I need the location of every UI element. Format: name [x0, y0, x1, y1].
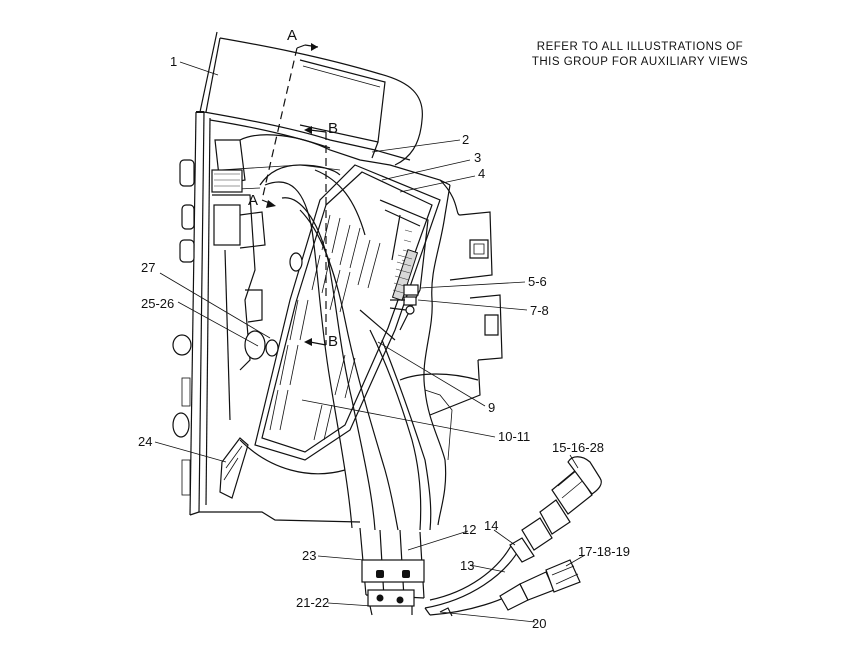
left-components — [211, 139, 303, 421]
callout-27: 27 — [141, 260, 155, 275]
callout-20: 20 — [532, 616, 546, 631]
enclosure-side-panel — [172, 111, 361, 523]
cable-bundle — [259, 164, 432, 531]
side-bracket — [219, 437, 346, 499]
callout-9: 9 — [488, 400, 495, 415]
callout-1: 1 — [170, 54, 177, 69]
note-line-1: REFER TO ALL ILLUSTRATIONS OF — [536, 41, 744, 53]
callout-13: 13 — [460, 558, 474, 573]
callout-3: 3 — [474, 150, 481, 165]
callout-15-16-28: 15-16-28 — [552, 440, 604, 455]
callout-17-18-19: 17-18-19 — [578, 544, 630, 559]
callout-4: 4 — [478, 166, 485, 181]
terminal-strip — [389, 284, 419, 315]
callout-24: 24 — [138, 434, 152, 449]
section-a-bottom-label: A — [248, 192, 258, 209]
callout-12: 12 — [462, 522, 476, 537]
callout-labels: 1 2 3 4 5-6 7-8 9 10-11 12 13 14 15-16-2… — [138, 54, 630, 631]
callout-14: 14 — [484, 518, 498, 533]
leader-lines — [154, 61, 586, 623]
callout-23: 23 — [302, 548, 316, 563]
section-b-bottom-label: B — [328, 333, 338, 350]
section-b-top-label: B — [328, 120, 338, 137]
cutaway-outline — [423, 184, 453, 526]
bottom-connectors — [359, 527, 425, 616]
section-line-b: B B — [304, 120, 338, 350]
callout-21-22: 21-22 — [296, 595, 329, 610]
section-line-a: A A — [248, 27, 319, 209]
note-line-2: THIS GROUP FOR AUXILIARY VIEWS — [531, 56, 749, 68]
mounting-bracket — [399, 179, 503, 416]
section-a-top-label: A — [287, 27, 297, 44]
callout-5-6: 5-6 — [528, 274, 547, 289]
housing-cover — [199, 31, 423, 166]
flexible-cable — [424, 456, 602, 617]
callout-7-8: 7-8 — [530, 303, 549, 318]
callout-10-11: 10-11 — [498, 429, 530, 444]
callout-25-26: 25-26 — [141, 296, 174, 311]
callout-2: 2 — [462, 132, 469, 147]
auxiliary-views-note: REFER TO ALL ILLUSTRATIONS OF THIS GROUP… — [520, 40, 760, 70]
card-cage — [254, 164, 441, 461]
